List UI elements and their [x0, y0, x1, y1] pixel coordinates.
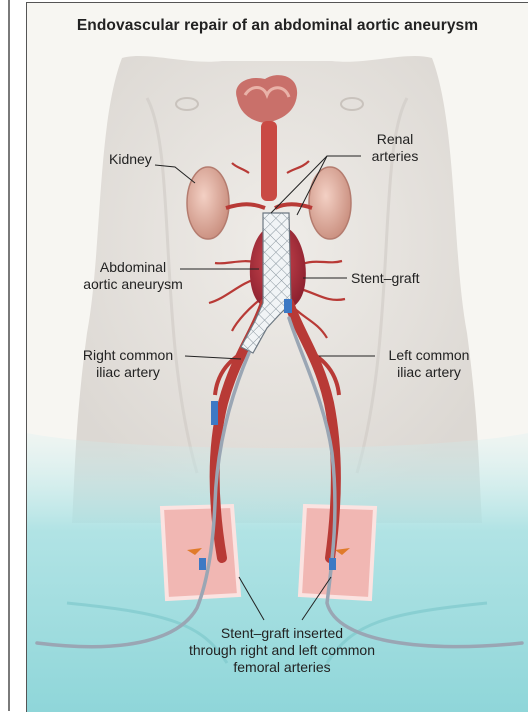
incision-right-groin [162, 506, 239, 599]
label-renal-line-1: Renal [357, 131, 433, 148]
label-renal-line-2: arteries [357, 148, 433, 165]
label-kidney-line-1: Kidney [109, 151, 152, 168]
label-stent-graft: Stent–graft [351, 270, 420, 287]
label-aneurysm-line-1: Abdominal [73, 259, 193, 276]
label-aneurysm-line-2: aortic aneurysm [73, 276, 193, 293]
label-left-iliac-line-2: iliac artery [377, 364, 481, 381]
right-groin-marker [199, 558, 206, 570]
left-groin-marker [329, 558, 336, 570]
label-kidney: Kidney [109, 151, 152, 168]
page-edge [8, 0, 10, 711]
label-stent-graft-line-1: Stent–graft [351, 270, 420, 287]
label-left-iliac: Left common iliac artery [377, 347, 481, 381]
right-kidney [187, 167, 229, 239]
label-inserted-line-1: Stent–graft inserted [142, 625, 422, 642]
label-right-iliac-line-2: iliac artery [71, 364, 185, 381]
thoracic-aorta [261, 121, 277, 201]
label-renal-arteries: Renal arteries [357, 131, 433, 165]
figure-title: Endovascular repair of an abdominal aort… [27, 17, 528, 35]
label-right-iliac-line-1: Right common [71, 347, 185, 364]
label-right-iliac: Right common iliac artery [71, 347, 185, 381]
illustration-panel: Endovascular repair of an abdominal aort… [26, 2, 528, 712]
label-inserted-line-2: through right and left common [142, 642, 422, 659]
right-catheter-marker [211, 401, 218, 425]
label-stent-graft-inserted: Stent–graft inserted through right and l… [142, 625, 422, 676]
stent-graft-limb-marker [284, 299, 292, 313]
left-kidney [309, 167, 351, 239]
label-aneurysm: Abdominal aortic aneurysm [73, 259, 193, 293]
label-inserted-line-3: femoral arteries [142, 659, 422, 676]
label-left-iliac-line-1: Left common [377, 347, 481, 364]
